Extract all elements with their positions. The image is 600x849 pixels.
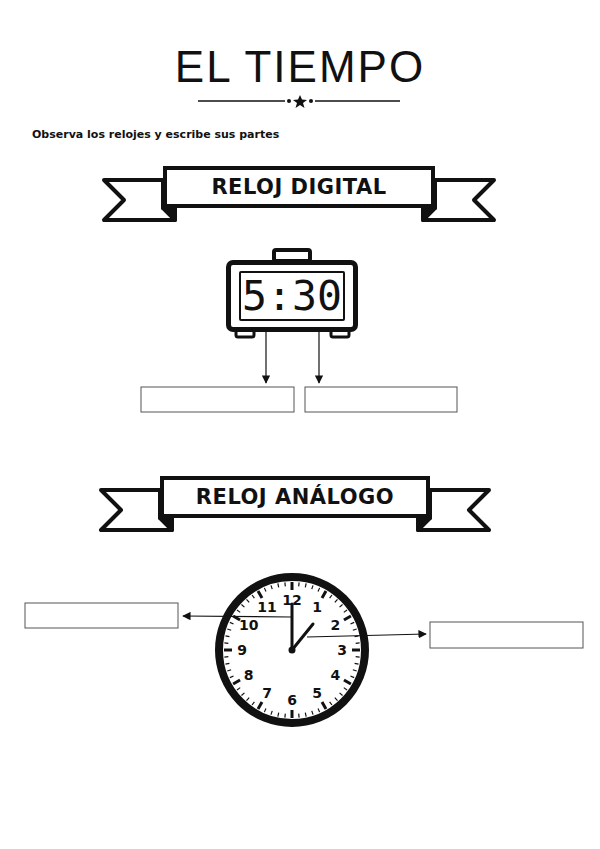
clock-number: 7 — [262, 686, 272, 700]
tick-mark — [224, 649, 232, 652]
tick-mark — [241, 604, 244, 607]
tick-mark — [318, 708, 320, 712]
clock-ticks — [224, 582, 360, 718]
clock-number: 6 — [287, 693, 297, 707]
clock-number: 9 — [237, 643, 247, 657]
banner-text: RELOJ ANÁLOGO — [196, 485, 394, 509]
banner-node: RELOJ ANÁLOGO — [160, 476, 430, 518]
tick-mark — [344, 616, 351, 620]
tick-mark — [312, 585, 313, 589]
tick-mark — [284, 582, 286, 586]
tick-mark — [355, 663, 359, 665]
tick-mark — [227, 629, 231, 630]
tick-mark — [237, 610, 240, 612]
tick-mark — [246, 599, 249, 602]
tick-mark — [340, 604, 343, 607]
tick-mark — [241, 693, 244, 696]
answer-box — [25, 603, 178, 628]
tick-mark — [350, 676, 354, 678]
clock-number: 3 — [337, 643, 347, 657]
tick-mark — [252, 595, 254, 598]
digital-node: 5:30 — [226, 260, 358, 332]
banner-node: RELOJ DIGITAL — [163, 166, 435, 208]
tick-mark — [224, 656, 228, 658]
clock-face — [219, 577, 365, 723]
tick-mark — [264, 708, 266, 712]
tick-mark — [322, 702, 326, 709]
page-title: EL TIEMPO — [175, 42, 425, 92]
tick-mark — [330, 702, 332, 705]
tick-mark — [352, 649, 360, 652]
rule-dot — [287, 99, 291, 103]
tick-mark — [264, 588, 266, 592]
tick-mark — [322, 591, 326, 598]
clock-center — [289, 647, 296, 654]
tick-mark — [271, 711, 272, 715]
tick-mark — [305, 583, 307, 587]
tick-mark — [277, 583, 279, 587]
tick-mark — [356, 656, 360, 658]
tick-mark — [291, 582, 294, 590]
tick-mark — [230, 622, 234, 624]
clock-number: 4 — [330, 668, 340, 682]
tick-mark — [246, 698, 249, 701]
tick-mark — [335, 599, 338, 602]
banner-text: RELOJ DIGITAL — [211, 175, 386, 199]
tick-mark — [291, 710, 294, 718]
answer-box — [305, 387, 457, 412]
tick-mark — [298, 714, 300, 718]
instruction-text: Observa los relojes y escribe sus partes — [32, 128, 279, 141]
analog-node: 12 12 3 45 6 78 9 10 11 — [214, 572, 370, 728]
rule-dot — [309, 99, 313, 103]
tick-mark — [353, 629, 357, 630]
tick-mark — [230, 676, 234, 678]
tick-mark — [258, 702, 262, 709]
leader-arrow — [183, 616, 291, 617]
tick-mark — [335, 698, 338, 701]
tick-mark — [224, 642, 228, 644]
clock-number: 5 — [312, 686, 322, 700]
tick-mark — [330, 595, 332, 598]
clock-number: 11 — [257, 600, 276, 614]
leader-arrow — [307, 634, 426, 637]
tick-mark — [258, 591, 262, 598]
tick-mark — [344, 688, 347, 690]
tick-mark — [305, 713, 307, 717]
tick-mark — [298, 582, 300, 586]
tick-mark — [284, 714, 286, 718]
tick-mark — [340, 693, 343, 696]
rule-star — [293, 95, 307, 108]
tick-mark — [353, 670, 357, 671]
tick-mark — [344, 680, 351, 684]
hour-hand — [291, 604, 294, 650]
tick-mark — [237, 688, 240, 690]
clock-number: 1 — [312, 600, 322, 614]
digital-time: 5:30 — [242, 275, 342, 317]
clock-number: 10 — [239, 618, 258, 632]
tick-mark — [233, 680, 240, 684]
tick-mark — [225, 635, 229, 637]
tick-mark — [225, 663, 229, 665]
tick-mark — [344, 610, 347, 612]
tick-mark — [227, 670, 231, 671]
clock-number: 8 — [244, 668, 254, 682]
tick-mark — [312, 711, 313, 715]
clock-number: 12 — [282, 593, 301, 607]
tick-mark — [252, 702, 254, 705]
answer-box — [141, 387, 294, 412]
answer-box — [430, 622, 583, 648]
tick-mark — [356, 642, 360, 644]
tick-mark — [318, 588, 320, 592]
clock-number: 2 — [330, 618, 340, 632]
tick-mark — [277, 713, 279, 717]
tick-mark — [350, 622, 354, 624]
tick-mark — [271, 585, 272, 589]
